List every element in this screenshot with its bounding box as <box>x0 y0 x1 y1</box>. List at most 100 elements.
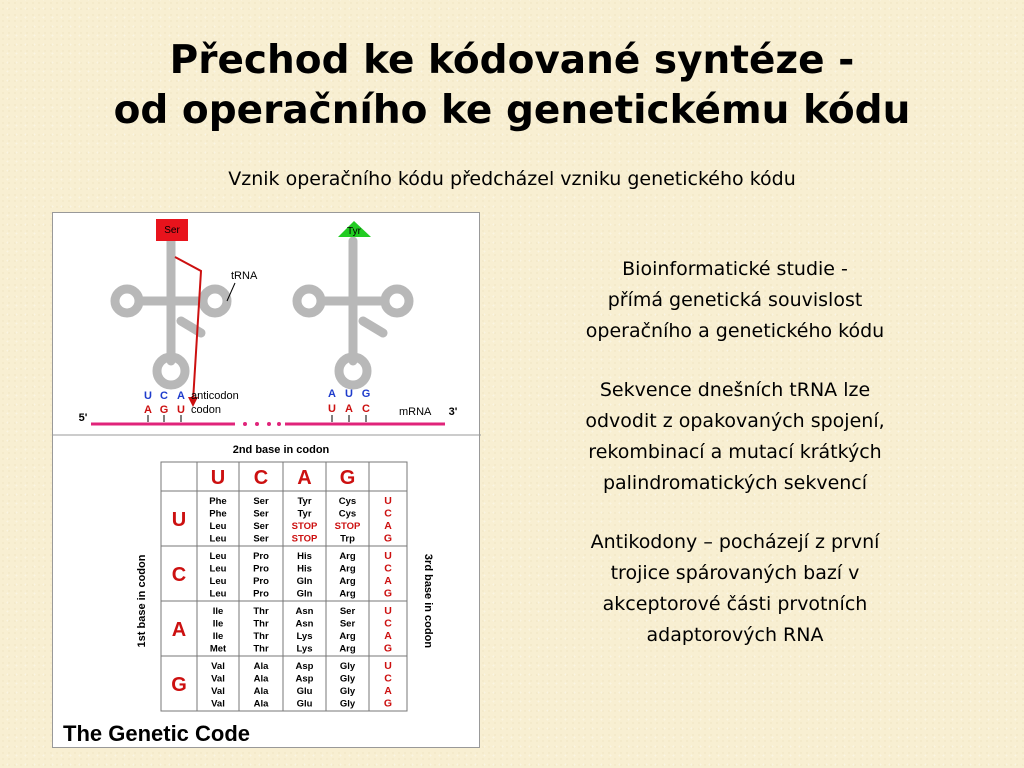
trna-t-loop <box>380 284 414 318</box>
mrna-label: mRNA <box>399 406 432 418</box>
anticodon-label: anticodon <box>191 390 239 402</box>
trna-right <box>292 236 414 390</box>
amino-acid: Lys <box>296 644 312 655</box>
table-cell <box>368 490 408 547</box>
bullet-line: přímá genetická souvislost <box>607 289 863 311</box>
anticodon-base: C <box>160 390 168 402</box>
title-line-2: od operačního ke genetickému kódu <box>113 88 911 133</box>
third-base-letter: A <box>384 630 392 642</box>
first-base-letter: G <box>171 674 187 696</box>
title-line-1: Přechod ke kódované syntéze - <box>169 38 855 83</box>
trna-d-loop <box>292 284 326 318</box>
table-cell <box>238 490 284 547</box>
amino-acid: Asp <box>296 661 314 672</box>
third-base-letter: U <box>384 495 392 507</box>
amino-acid: Lys <box>296 631 312 642</box>
ser-box <box>156 219 188 241</box>
amino-acid: Val <box>211 674 225 685</box>
amino-acid: Asn <box>296 606 314 617</box>
bullet-line: adaptorových RNA <box>646 624 824 646</box>
third-base-letter: U <box>384 605 392 617</box>
amino-acid: Ser <box>253 534 269 545</box>
anticodon-base: A <box>177 390 185 402</box>
amino-acid: Ser <box>253 509 269 520</box>
table-cell <box>238 600 284 657</box>
amino-acid: Pro <box>253 564 269 575</box>
third-base-letter: A <box>384 575 392 587</box>
amino-acid: Leu <box>210 551 227 562</box>
amino-acid: Glu <box>297 699 313 710</box>
amino-acid: Gln <box>297 576 313 587</box>
third-base-letter: C <box>384 618 392 630</box>
amino-acid: Glu <box>297 686 313 697</box>
amino-acid: Phe <box>209 496 226 507</box>
trna-d-loop <box>110 284 144 318</box>
table-cell <box>282 490 327 547</box>
amino-acid: Ala <box>254 686 270 697</box>
amino-acid: Phe <box>209 509 226 520</box>
trna-pointer <box>226 282 236 302</box>
table-cell <box>160 545 198 602</box>
anticodon-base: A <box>328 388 336 400</box>
bullet-line: Bioinformatické studie - <box>622 258 848 280</box>
amino-acid: Thr <box>253 644 269 655</box>
bullet-item: Bioinformatické studie - přímá genetická… <box>540 254 930 347</box>
table-cell <box>282 545 327 602</box>
mrna-dot <box>243 422 247 426</box>
third-base-label: 3rd base in codon <box>422 554 434 648</box>
amino-acid: Trp <box>340 534 355 545</box>
first-base-letter: A <box>172 619 186 641</box>
third-base-letter: C <box>384 508 392 520</box>
anticodon-base: U <box>144 390 152 402</box>
amino-acid: Ile <box>213 631 224 642</box>
bullet-line: trojice spárovaných bazí v <box>610 562 860 584</box>
amino-acid: Gly <box>340 661 356 672</box>
stop-codon: STOP <box>335 521 361 532</box>
bullet-list: Bioinformatické studie - přímá genetická… <box>540 254 930 679</box>
bullet-line: operačního a genetického kódu <box>585 320 885 342</box>
amino-acid: Gly <box>340 674 356 685</box>
table-cell <box>160 600 198 657</box>
amino-acid: Cys <box>339 509 356 520</box>
codon-label: codon <box>191 404 221 416</box>
anticodon-base: U <box>345 388 353 400</box>
amino-acid: Pro <box>253 589 269 600</box>
mrna-dot <box>267 422 271 426</box>
amino-acid: Arg <box>339 576 356 587</box>
codon-base: G <box>160 404 169 416</box>
amino-acid: Arg <box>339 644 356 655</box>
amino-acid: Val <box>211 661 225 672</box>
amino-acid: Ser <box>340 606 356 617</box>
tyr-label: Tyr <box>347 226 362 237</box>
amino-acid: Ala <box>254 674 270 685</box>
amino-acid: Thr <box>253 606 269 617</box>
second-base-letter: C <box>254 467 268 489</box>
trna-left <box>110 236 232 390</box>
amino-acid: Asp <box>296 674 314 685</box>
amino-acid: Ser <box>340 619 356 630</box>
first-base-label: 1st base in codon <box>136 554 148 647</box>
amino-acid: Asn <box>296 619 314 630</box>
bullet-line: akceptorové části prvotních <box>602 593 868 615</box>
bullet-line: Sekvence dnešních tRNA lze <box>599 379 871 401</box>
slide-title: Přechod ke kódované syntéze - od operačn… <box>0 36 1024 136</box>
mrna-dot <box>255 422 259 426</box>
stop-codon: STOP <box>292 534 318 545</box>
five-prime-label: 5' <box>79 412 88 424</box>
trna-anticodon-loop <box>152 352 190 390</box>
trna-anticodon-loop <box>334 352 372 390</box>
genetic-code-caption: The Genetic Code <box>63 721 250 746</box>
amino-acid: Tyr <box>297 496 311 507</box>
amino-acid: Ile <box>213 606 224 617</box>
codon-base: U <box>328 403 336 415</box>
tyr-triangle <box>338 221 371 237</box>
second-base-label: 2nd base in codon <box>233 444 330 456</box>
trna-label: tRNA <box>231 270 258 282</box>
table-header-cell <box>325 461 370 492</box>
table-cell <box>238 545 284 602</box>
third-base-letter: C <box>384 673 392 685</box>
trna-t-loop <box>198 284 232 318</box>
bullet-line: rekombinací a mutací krátkých <box>588 441 882 463</box>
amino-acid: His <box>297 564 312 575</box>
